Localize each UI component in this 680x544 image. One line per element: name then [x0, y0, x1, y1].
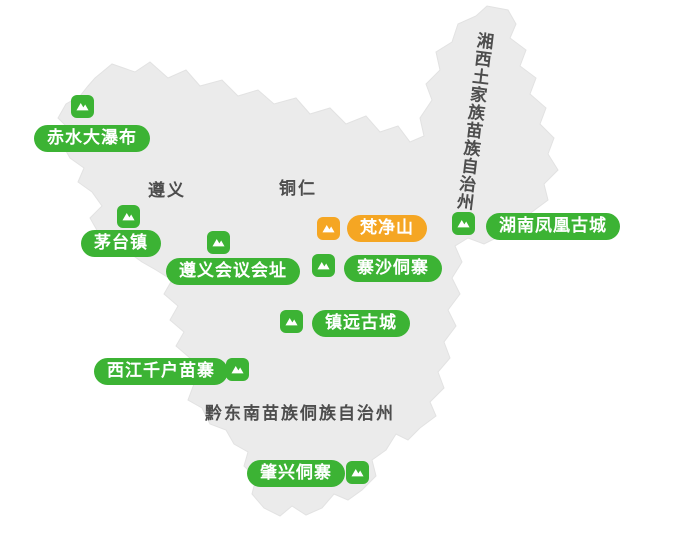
poi-label-zhaisha-dong-village[interactable]: 寨沙侗寨	[344, 255, 442, 282]
mountain-icon[interactable]	[280, 310, 303, 333]
poi-label-zhaoxing-dong-village[interactable]: 肇兴侗寨	[247, 460, 345, 487]
poi-label-fenghuang-ancient-town[interactable]: 湖南凤凰古城	[486, 213, 620, 240]
poi-label-maotai-town[interactable]: 茅台镇	[81, 230, 161, 257]
poi-label-xijiang-miao-village[interactable]: 西江千户苗寨	[94, 358, 228, 385]
region-label-qiandongnan: 黔东南苗族侗族自治州	[205, 404, 395, 424]
region-label-zunyi: 遵义	[148, 181, 186, 201]
mountain-icon[interactable]	[226, 358, 249, 381]
poi-label-zhenyuan-ancient-town[interactable]: 镇远古城	[312, 310, 410, 337]
poi-label-chishui-waterfall[interactable]: 赤水大瀑布	[34, 125, 150, 152]
mountain-icon[interactable]	[71, 95, 94, 118]
region-label-tongren: 铜仁	[279, 179, 317, 199]
poi-label-fanjingshan[interactable]: 梵净山	[347, 215, 427, 242]
poi-label-zunyi-conference-site[interactable]: 遵义会议会址	[166, 258, 300, 285]
mountain-icon[interactable]	[312, 254, 335, 277]
mountain-icon[interactable]	[207, 231, 230, 254]
mountain-icon[interactable]	[117, 205, 140, 228]
mountain-icon[interactable]	[317, 217, 340, 240]
mountain-icon[interactable]	[346, 461, 369, 484]
mountain-icon[interactable]	[452, 212, 475, 235]
